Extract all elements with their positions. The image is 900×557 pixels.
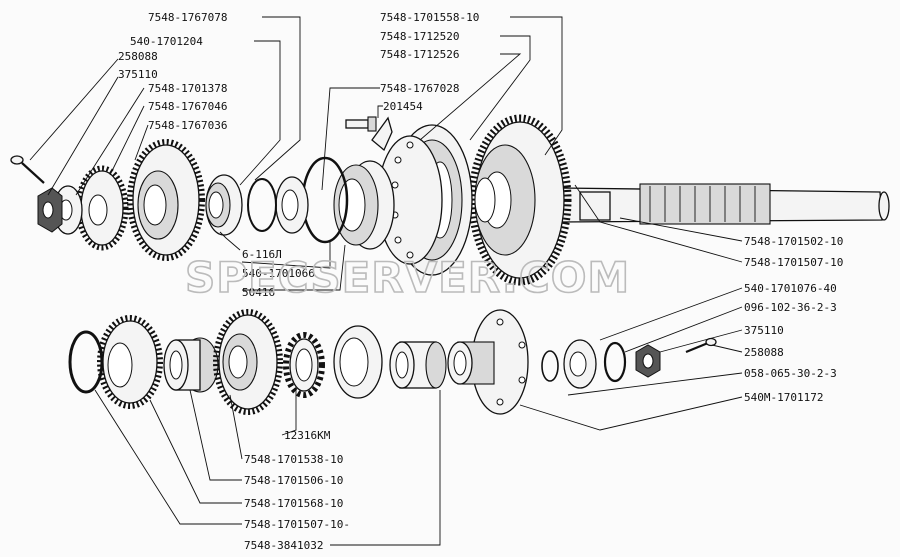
label-201454: 201454 xyxy=(383,100,423,113)
label-7548-1701538-10: 7548-1701538-10 xyxy=(244,453,343,466)
label-540-1701076-40: 540-1701076-40 xyxy=(744,282,837,295)
label-540-1701066: 540-1701066 xyxy=(242,267,315,280)
label-7548-1701558-10: 7548-1701558-10 xyxy=(380,11,479,24)
watermark: SPECSERVER.COM xyxy=(185,253,630,302)
label-7548-1701507-10-dash: 7548-1701507-10- xyxy=(244,518,350,531)
label-7548-1712520: 7548-1712520 xyxy=(380,30,459,43)
label-258088-lower: 258088 xyxy=(744,346,784,359)
label-096-102-36-2-3: 096-102-36-2-3 xyxy=(744,301,837,314)
leader-lines xyxy=(29,16,743,546)
seal-540-1701076 xyxy=(563,339,597,389)
label-6-116L: 6-116Л xyxy=(242,248,282,261)
label-375110: 375110 xyxy=(118,68,158,81)
o-ring xyxy=(541,350,559,382)
main-shaft xyxy=(559,183,890,225)
label-058-065-30-2-3: 058-065-30-2-3 xyxy=(744,367,837,380)
flange-hub-lower xyxy=(447,309,529,415)
splined-hub xyxy=(389,341,447,389)
label-12316KM: 12316КМ xyxy=(284,429,331,442)
large-gear xyxy=(468,114,572,286)
cotter-pin-lower xyxy=(685,337,717,354)
washer-and-nut xyxy=(37,185,83,235)
label-7548-1701378: 7548-1701378 xyxy=(148,82,227,95)
label-375110-lower: 375110 xyxy=(744,324,784,337)
label-50416: 50416 xyxy=(242,286,275,299)
label-7548-1767028: 7548-1767028 xyxy=(380,82,459,95)
label-7548-1701506-10: 7548-1701506-10 xyxy=(244,474,343,487)
bearing-outer-race xyxy=(333,325,383,399)
flange-disc xyxy=(377,124,473,276)
gear-7548-1701568 xyxy=(97,315,163,409)
gear-7548-1701538 xyxy=(213,309,283,415)
label-7548-3841032: 7548-3841032 xyxy=(244,539,323,552)
label-7548-1712526: 7548-1712526 xyxy=(380,48,459,61)
label-540M-1701172: 540М-1701172 xyxy=(744,391,823,404)
gear-7548-1767046 xyxy=(127,139,205,261)
roller-bearing-12316KM xyxy=(283,332,325,398)
spacer-ring xyxy=(247,178,277,232)
sleeve-7548-1701506 xyxy=(163,337,219,393)
cotter-pin xyxy=(10,155,45,184)
nut-lower xyxy=(635,344,661,378)
label-7548-1767036: 7548-1767036 xyxy=(148,119,227,132)
part-labels: 7548-1767078 540-1701204 258088 375110 7… xyxy=(118,11,843,552)
label-7548-1701507-10: 7548-1701507-10 xyxy=(744,256,843,269)
gear-7548-1701378 xyxy=(75,165,129,251)
bolt-and-lock-plate xyxy=(345,116,393,152)
label-258088: 258088 xyxy=(118,50,158,63)
label-7548-1767046: 7548-1767046 xyxy=(148,100,227,113)
label-7548-1767078: 7548-1767078 xyxy=(148,11,227,24)
label-540-1701204: 540-1701204 xyxy=(130,35,203,48)
label-7548-1701502-10: 7548-1701502-10 xyxy=(744,235,843,248)
ring-096-102 xyxy=(603,341,627,383)
bearing-small xyxy=(205,174,243,236)
bearing-6-116L xyxy=(275,176,309,234)
label-7548-1701568-10: 7548-1701568-10 xyxy=(244,497,343,510)
